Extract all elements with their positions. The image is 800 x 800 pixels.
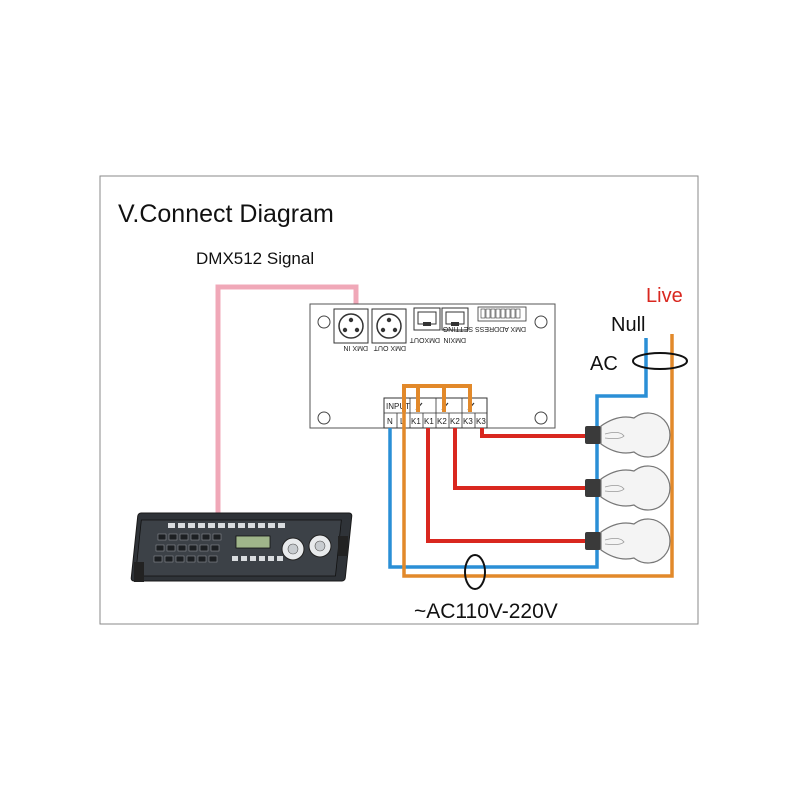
dmx-out-label: DMX OUT [373,344,406,351]
dmx-in-label: DMX IN [344,344,369,351]
terminal-k3a: K3 [463,417,473,426]
rj45-label-2: DMXIN [443,336,466,343]
rj45-port-2 [441,307,469,331]
ac-label: AC [590,353,618,375]
live-wire [402,334,674,578]
dmx-controller [130,512,353,582]
supply-label: ~AC110V-220V [414,600,558,623]
controller-lcd [235,535,271,549]
terminal-k1a: K1 [411,417,421,426]
dmx-out-port [371,308,407,344]
current-clamp-icon [632,352,688,370]
dmx-in-port [333,308,369,344]
terminal-n: N [387,417,393,426]
load-wire-k1 [426,428,585,543]
current-clamp-icon [464,554,486,590]
live-label: Live [646,285,683,307]
diagram-title: V.Connect Diagram [118,200,334,228]
light-bulb-icon [585,412,671,458]
signal-label: DMX512 Signal [196,249,314,268]
input-label: INPUT [386,402,410,411]
light-bulb-icon [585,465,671,511]
terminal-k2a: K2 [437,417,447,426]
dip-label: DMX ADDRESS SETTING [443,325,526,332]
terminal-k2b: K2 [450,417,460,426]
terminal-k1b: K1 [424,417,434,426]
dip-switch-block [477,306,527,322]
null-label: Null [611,314,645,336]
load-wire-k2 [453,428,585,490]
rj45-label-1: DMXOUT [409,336,440,343]
rj45-port-1 [413,307,441,331]
load-wire-k3 [480,428,585,438]
terminal-k3b: K3 [476,417,486,426]
light-bulb-icon [585,518,671,564]
decoder-board: DMX IN DMX OUT DMXOUT DMXIN DMX ADDRE [309,303,556,429]
dmx-signal-wire [215,284,359,526]
